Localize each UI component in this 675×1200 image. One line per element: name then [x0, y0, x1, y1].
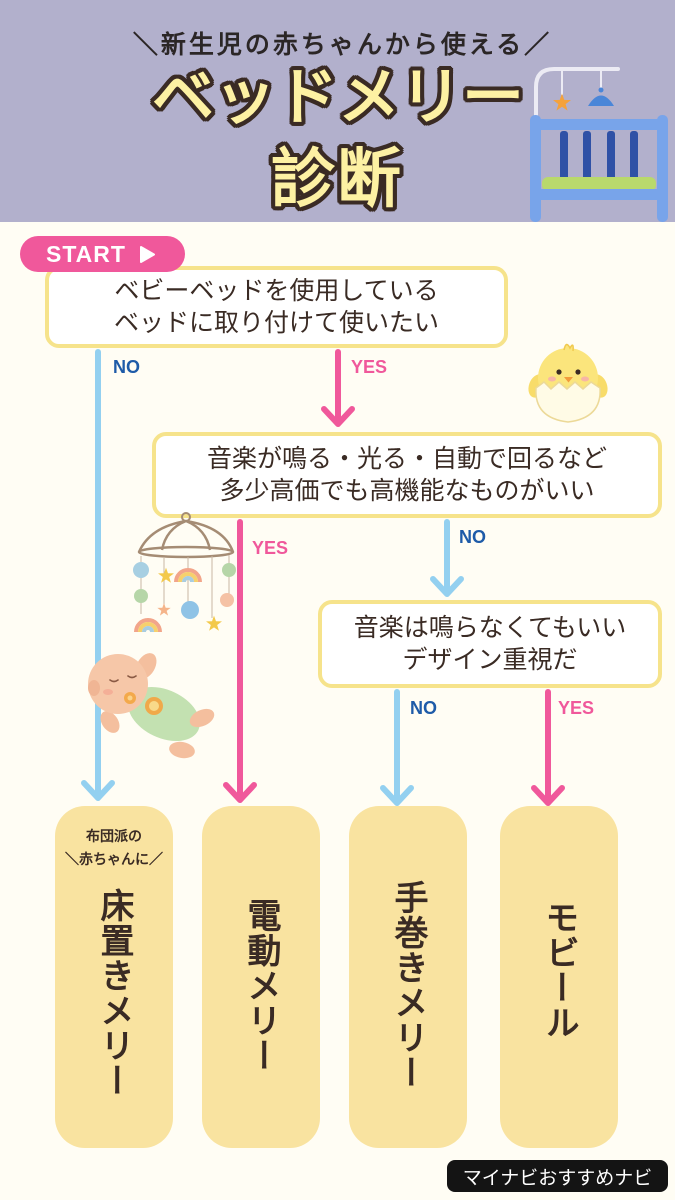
question-1-line-1: ベビーベッドを使用している	[114, 276, 439, 305]
cloud-icon	[588, 95, 614, 106]
crib-frame	[530, 115, 668, 222]
play-triangle-icon	[139, 245, 155, 263]
question-3-line-2: デザイン重視だ	[402, 645, 578, 674]
star-icon	[206, 615, 222, 631]
result-note: 布団派の ＼赤ちゃんに／	[55, 826, 173, 872]
crib-with-mobile-icon	[530, 67, 668, 222]
baby-icon	[88, 653, 215, 759]
ball-icon	[220, 593, 234, 607]
question-3-box: 音楽は鳴らなくてもいい デザイン重視だ	[318, 600, 662, 688]
label-q1-no: NO	[113, 357, 140, 377]
arrow-q2-yes	[223, 519, 257, 803]
star-icon	[553, 93, 571, 111]
mattress	[542, 177, 656, 191]
arrow-q2-no	[430, 519, 464, 597]
result-note-line-1: 布団派の	[86, 829, 142, 845]
chick-in-egg-icon	[528, 343, 608, 423]
ball-icon	[181, 601, 199, 619]
question-3-line-1: 音楽は鳴らなくてもいい	[353, 613, 627, 642]
label-q3-no: NO	[410, 698, 437, 718]
label-q3-yes: YES	[558, 698, 595, 718]
ball-icon	[222, 563, 236, 577]
start-badge: START	[20, 236, 185, 272]
start-label: START	[46, 240, 126, 267]
question-2-line-1: 音楽が鳴る・光る・自動で回るなど	[206, 444, 607, 473]
arrow-q3-yes	[531, 689, 565, 806]
result-name: 床置きメリー	[94, 888, 134, 1098]
rainbow-icon	[174, 568, 202, 583]
arrow-q1-no	[81, 349, 115, 801]
question-1-box: ベビーベッドを使用している ベッドに取り付けて使いたい	[45, 266, 508, 348]
result-name: 電動メリー	[241, 898, 281, 1073]
arrow-q3-no	[380, 689, 414, 806]
hanging-mobile-icon	[133, 512, 236, 633]
ball-icon	[134, 589, 148, 603]
result-note-line-2: ＼赤ちゃんに／	[65, 852, 163, 868]
question-2-box: 音楽が鳴る・光る・自動で回るなど 多少高価でも高機能なものがいい	[152, 432, 662, 518]
result-wind-up-mobile: 手巻きメリー	[349, 806, 467, 1148]
egg-shell	[535, 381, 601, 423]
arrow-q1-yes	[321, 349, 355, 427]
result-name: モビール	[539, 900, 579, 1040]
title-line-1: ベッドメリー	[152, 60, 525, 133]
header-subtitle: ＼新生児の赤ちゃんから使える／	[132, 30, 553, 59]
ball-icon	[133, 562, 149, 578]
question-2-line-2: 多少高価でも高機能なものがいい	[219, 476, 595, 505]
mobile-arm	[534, 67, 620, 119]
star-icon	[157, 603, 171, 616]
label-q1-yes: YES	[351, 357, 388, 377]
title-line-2: 診断	[271, 143, 403, 217]
result-floor-mobile: 布団派の ＼赤ちゃんに／ 床置きメリー	[55, 806, 173, 1148]
label-q2-no: NO	[459, 527, 486, 547]
baby-outfit	[128, 686, 200, 742]
question-1-line-2: ベッドに取り付けて使いたい	[113, 308, 439, 337]
rainbow-icon	[134, 618, 162, 633]
result-electric-mobile: 電動メリー	[202, 806, 320, 1148]
result-hanging-mobile: モビール	[500, 806, 618, 1148]
credit-badge: マイナビおすすめナビ	[447, 1160, 668, 1192]
star-icon	[158, 567, 174, 583]
result-name: 手巻きメリー	[388, 880, 428, 1090]
label-q2-yes: YES	[252, 538, 289, 558]
